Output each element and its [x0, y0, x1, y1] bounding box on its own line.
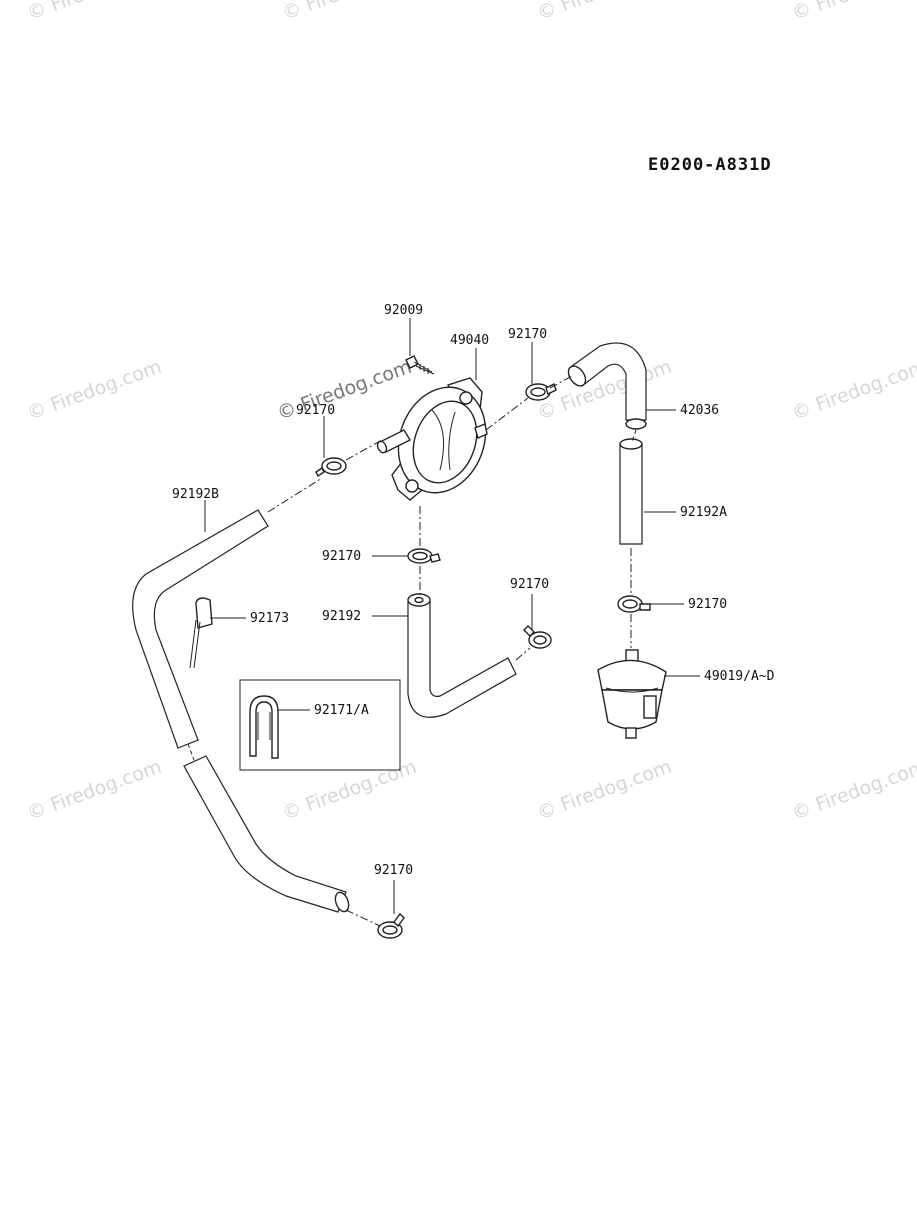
clamp-92170-top[interactable] [525, 383, 557, 401]
label-92009: 92009 [384, 303, 423, 318]
svg-text:© Firedog.com: © Firedog.com [534, 756, 674, 825]
svg-text:© Firedog.com: © Firedog.com [534, 0, 674, 25]
label-92170-right-small: 92170 [510, 577, 549, 592]
hose-92192A[interactable] [619, 438, 643, 545]
fuel-filter-49019[interactable] [597, 649, 667, 739]
svg-text:© Firedog.com: © Firedog.com [24, 756, 164, 825]
watermark-3: © Firedog.com [789, 356, 917, 425]
label-92192A: 92192A [680, 505, 727, 520]
svg-text:© Firedog.com: © Firedog.com [24, 356, 164, 425]
screw-92009[interactable] [405, 355, 435, 375]
clamp-92170-left[interactable] [315, 457, 347, 478]
label-92170-bottom: 92170 [374, 863, 413, 878]
label-92170-top: 92170 [508, 327, 547, 342]
label-42036: 42036 [680, 403, 719, 418]
label-92192B: 92192B [172, 487, 219, 502]
clamp-92170-right-small[interactable] [523, 625, 552, 649]
fuel-pump-49040[interactable] [376, 375, 500, 505]
watermark-4: © Firedog.com [24, 756, 164, 825]
watermark-6: © Firedog.com [534, 756, 674, 825]
label-92173: 92173 [250, 611, 289, 626]
clip-92171[interactable] [249, 695, 279, 759]
watermark-7: © Firedog.com [789, 756, 917, 825]
diagram-code: E0200-A831D [648, 155, 772, 175]
label-92170-mid: 92170 [322, 549, 361, 564]
hose-92192[interactable] [407, 593, 517, 718]
clip-92173[interactable] [189, 597, 213, 669]
watermark-5: © Firedog.com [279, 756, 419, 825]
label-92171: 92171/A [314, 703, 369, 718]
leader-lines [204, 318, 700, 914]
svg-text:© Firedog.com: © Firedog.com [789, 356, 917, 425]
clamp-92170-bottom[interactable] [377, 912, 405, 939]
svg-text:© Firedog.com: © Firedog.com [789, 0, 917, 25]
watermark-11: © Firedog.com [789, 0, 917, 25]
svg-text:© Firedog.com: © Firedog.com [279, 756, 419, 825]
hose-92192B[interactable] [132, 509, 351, 913]
clamp-92170-mid[interactable] [407, 548, 441, 564]
watermark-8: © Firedog.com [24, 0, 164, 25]
connection-lines [187, 375, 637, 927]
watermark-1: © Firedog.com [24, 356, 164, 425]
hose-42036[interactable] [565, 342, 647, 430]
clamp-92170-filter[interactable] [617, 595, 651, 613]
inset-box-92171 [239, 679, 401, 771]
label-92170-filter: 92170 [688, 597, 727, 612]
part-labels: 92009 49040 92170 92170 42036 92192B 921… [172, 303, 775, 878]
svg-text:© Firedog.com: © Firedog.com [789, 756, 917, 825]
label-92170-left: 92170 [296, 403, 335, 418]
label-49019: 49019/A~D [704, 669, 775, 684]
label-49040: 49040 [450, 333, 489, 348]
svg-text:© Firedog.com: © Firedog.com [279, 0, 419, 25]
label-92192: 92192 [322, 609, 361, 624]
watermark-10: © Firedog.com [534, 0, 674, 25]
svg-text:© Firedog.com: © Firedog.com [24, 0, 164, 25]
watermark-9: © Firedog.com [279, 0, 419, 25]
